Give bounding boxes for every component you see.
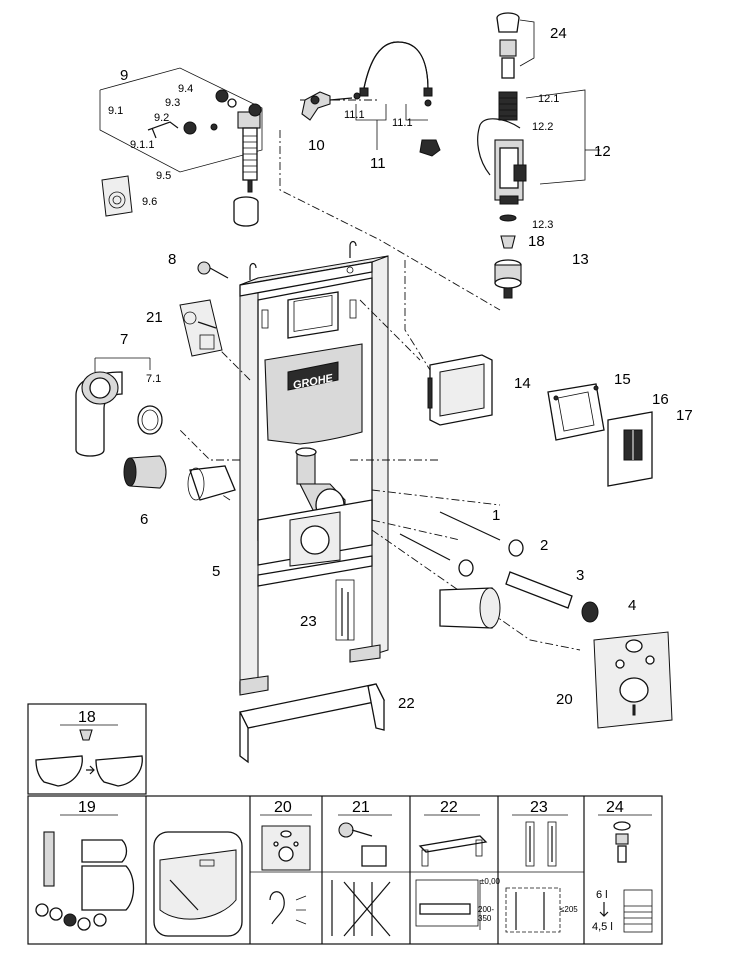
panel-21-number: 21 (352, 799, 370, 816)
part-22-23-brackets (239, 579, 385, 764)
part-12-flush-valve (477, 12, 600, 299)
panel-21: 21 (331, 799, 392, 937)
callout-2: 2 (540, 537, 548, 554)
callout-9-5: 9.5 (156, 170, 171, 182)
callout-9-3: 9.3 (165, 97, 180, 109)
panel-20-number: 20 (274, 799, 292, 816)
callout-7-1: 7.1 (146, 373, 161, 385)
callout-23: 23 (300, 613, 317, 630)
callout-12: 12 (594, 143, 611, 160)
callout-1: 1 (492, 507, 500, 524)
panel-24: 24 6 l 4,5 l (592, 799, 653, 933)
callout-21: 21 (146, 309, 163, 326)
callout-18: 18 (528, 233, 545, 250)
callout-6: 6 (140, 511, 148, 528)
callout-17: 17 (676, 407, 693, 424)
callout-12-3: 12.3 (532, 219, 553, 231)
panel-22-number: 22 (440, 799, 458, 816)
callout-9-2: 9.2 (154, 112, 169, 124)
dim-zero-label: ±0,00 (480, 877, 501, 886)
panel-19-number: 19 (78, 799, 96, 816)
part-15-17-actuator (547, 383, 653, 487)
panel-18: 18 (27, 703, 147, 795)
volume-45-label: 4,5 l (592, 921, 613, 933)
callout-9-1: 9.1 (108, 105, 123, 117)
panel-toilet-illustration (153, 831, 243, 937)
part-9-fill-valve-group (99, 67, 263, 227)
callout-9-1-1: 9.1.1 (130, 139, 154, 151)
installation-frame: GROHE (239, 240, 389, 696)
callout-20: 20 (556, 691, 573, 708)
dim-max-label: ≤205 (560, 905, 578, 914)
volume-6-label: 6 l (596, 889, 608, 901)
callout-14: 14 (514, 375, 531, 392)
panel-24-number: 24 (606, 799, 624, 816)
callout-24: 24 (550, 25, 567, 42)
callout-4: 4 (628, 597, 636, 614)
callout-13: 13 (572, 251, 589, 268)
panel-20: 20 (260, 799, 312, 925)
callout-11: 11 (370, 155, 386, 172)
part-7-bend-and-6-connector (75, 357, 236, 501)
panel-22: 22 ±0,00 200- 350 (415, 799, 501, 930)
callout-22: 22 (398, 695, 415, 712)
panel-19: 19 (35, 799, 135, 931)
dim-range-b: 350 (478, 914, 492, 923)
callout-9: 9 (120, 67, 128, 84)
part-1-4-pipes-bolts (399, 511, 673, 729)
part-10-11-valve-hose (301, 41, 441, 157)
callout-11-1b: 11.1 (392, 117, 413, 129)
part-14-access-box (427, 354, 493, 426)
callout-15: 15 (614, 371, 631, 388)
callout-9-6: 9.6 (142, 196, 157, 208)
callout-8: 8 (168, 251, 176, 268)
panel-18-number: 18 (78, 709, 96, 726)
callout-12-1: 12.1 (538, 93, 559, 105)
callout-10: 10 (308, 137, 325, 154)
dim-range-a: 200- (478, 905, 494, 914)
dashed-leaders (179, 99, 581, 651)
callout-labels: 1 2 3 4 5 6 7 7.1 8 9 9.1 9.1.1 9.2 9.3 … (108, 25, 693, 712)
panel-23-number: 23 (530, 799, 548, 816)
callout-3: 3 (576, 567, 584, 584)
callout-9-4: 9.4 (178, 83, 193, 95)
callout-11-1a: 11.1 (344, 109, 365, 121)
callout-5: 5 (212, 563, 220, 580)
part-8-21-fixings (179, 261, 229, 357)
callout-16: 16 (652, 391, 669, 408)
panel-23: 23 ≤205 (505, 799, 578, 933)
callout-12-2: 12.2 (532, 121, 553, 133)
callout-7: 7 (120, 331, 128, 348)
bottom-table (27, 795, 663, 945)
